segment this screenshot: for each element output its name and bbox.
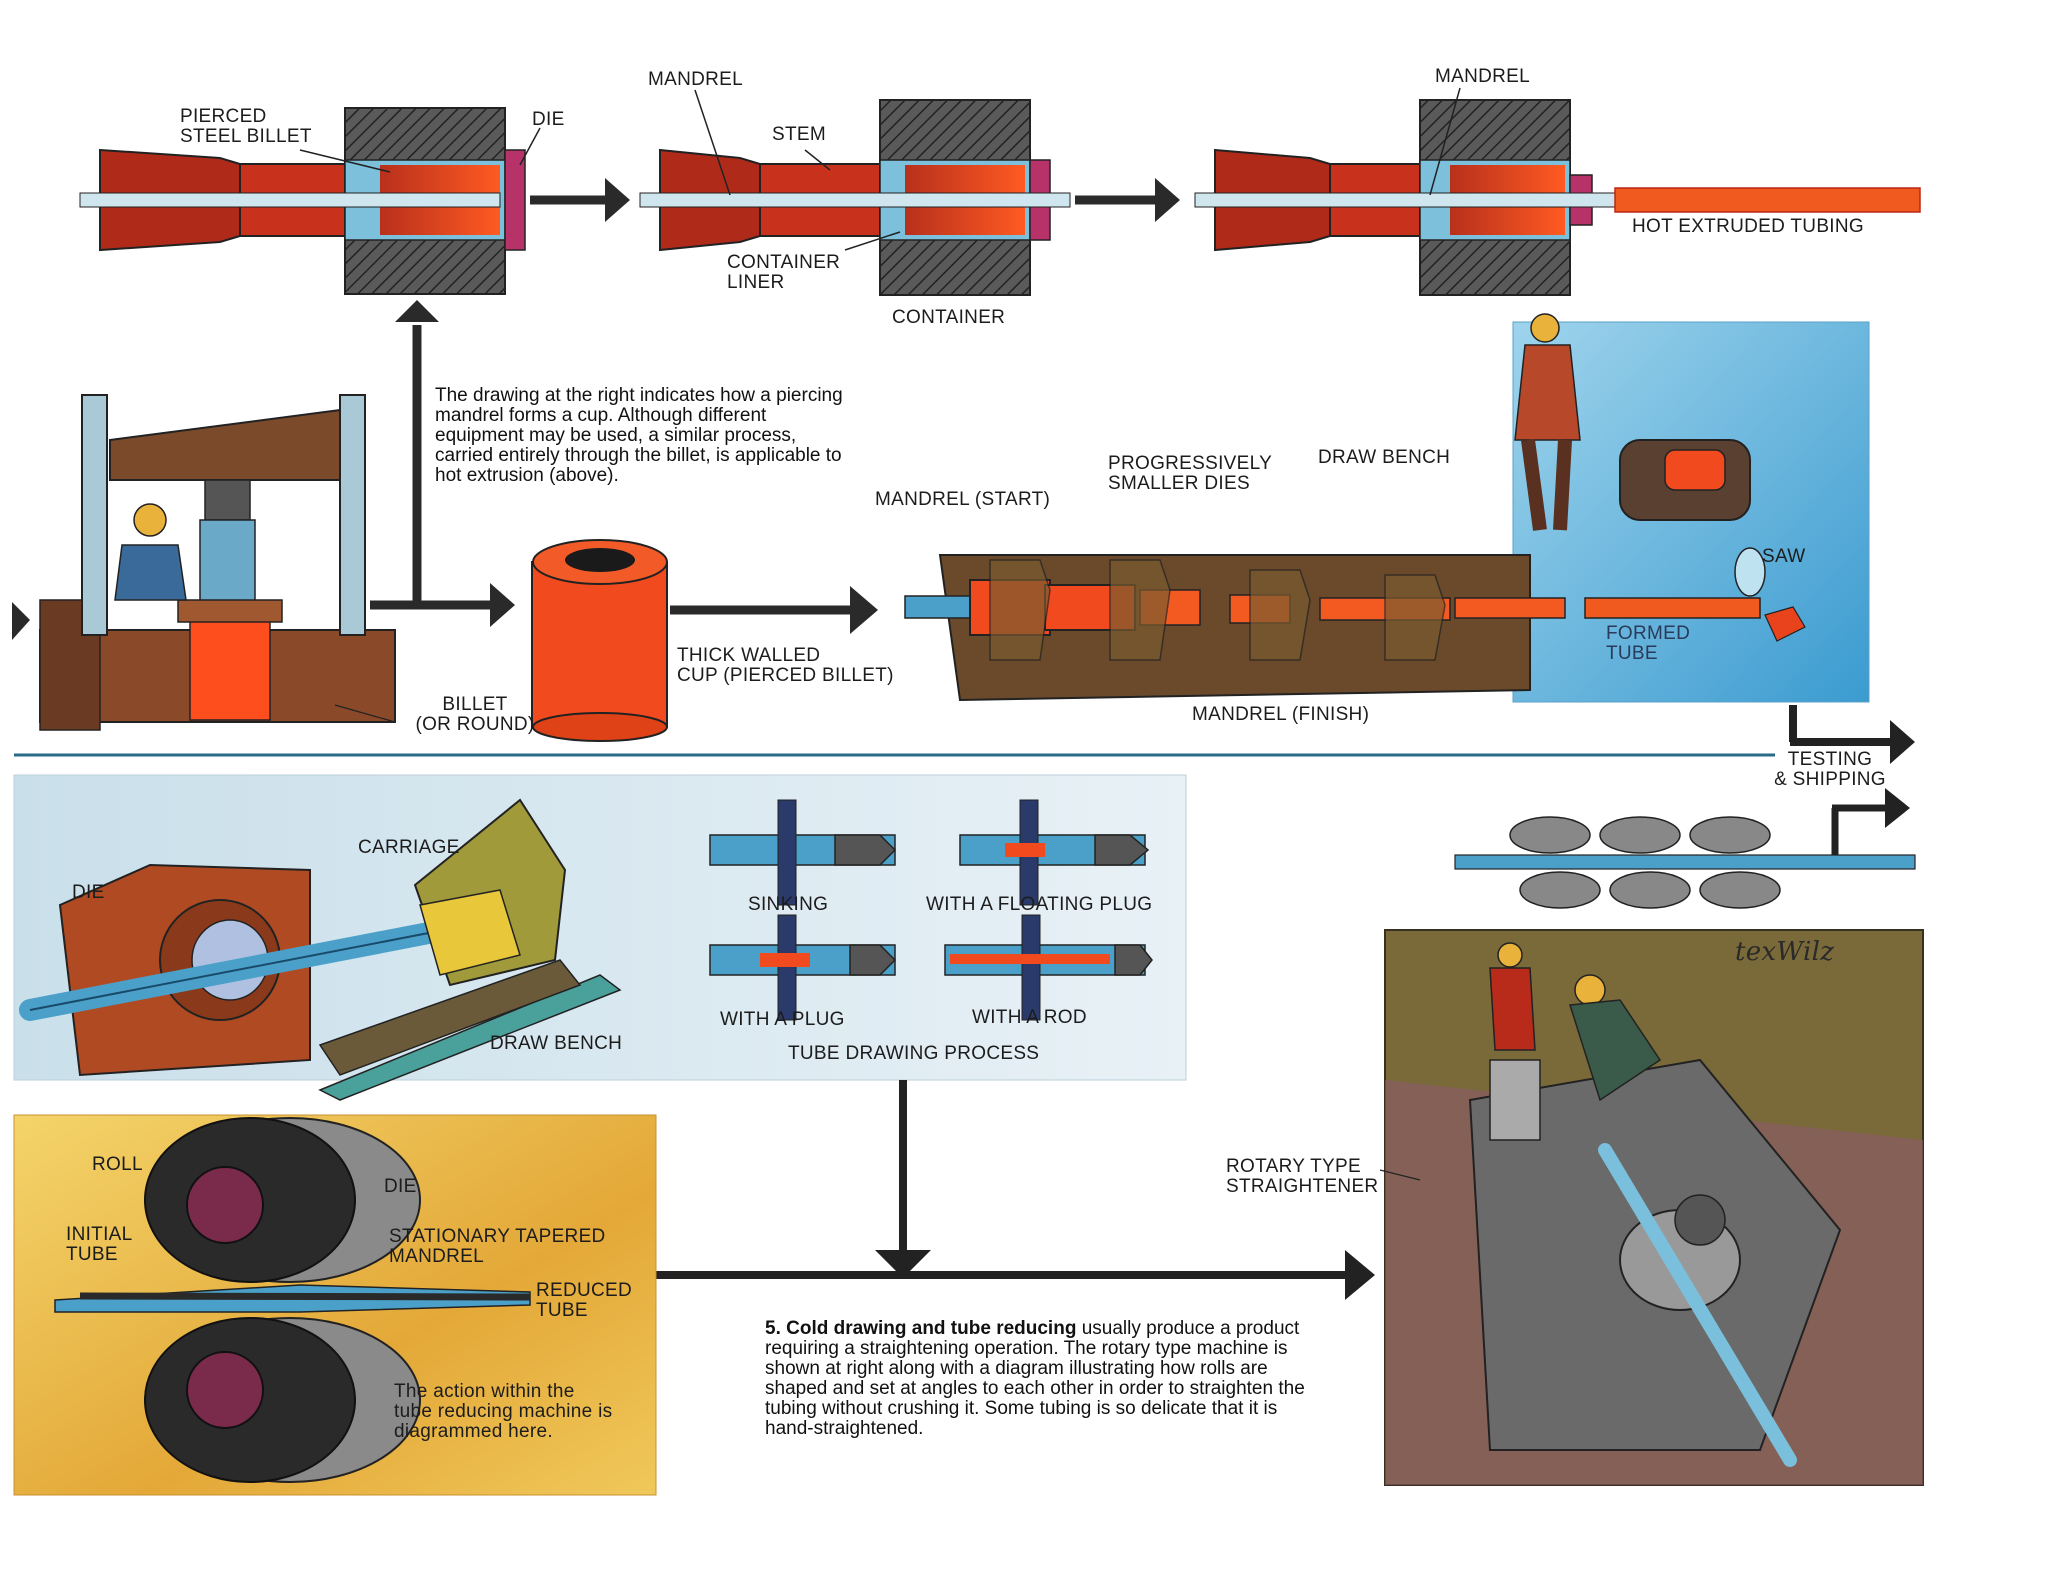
stem-label: STEM [772, 124, 826, 145]
process-title: TUBE DRAWING PROCESS [788, 1043, 1040, 1064]
drawing-diagrams [709, 799, 1153, 1021]
dies-label: PROGRESSIVELY SMALLER DIES [1108, 453, 1273, 494]
straightener-rolls-diagram [1454, 816, 1916, 909]
step5-body: usually produce a product requiring a st… [765, 1318, 1305, 1439]
arrow-icon [605, 178, 630, 222]
step5-bold: Cold drawing and tube reducing [786, 1318, 1077, 1339]
down-arrow-icon [875, 1250, 931, 1278]
tapered-mandrel-label: STATIONARY TAPERED MANDREL [389, 1226, 606, 1267]
sinking-label: SINKING [748, 894, 829, 915]
reducing-die-label: DIE [384, 1176, 417, 1197]
saw-label: SAW [1762, 546, 1806, 567]
extrusion-stage-2 [639, 99, 1071, 296]
initial-tube-label: INITIAL TUBE [66, 1224, 133, 1265]
billet-label: BILLET (OR ROUND) [415, 694, 535, 735]
floating-plug-label: WITH A FLOATING PLUG [926, 894, 1153, 915]
rod-label: WITH A ROD [972, 1007, 1087, 1028]
arrow-icon [850, 586, 878, 634]
pierced-billet-label: PIERCED STEEL BILLET [180, 106, 312, 147]
mandrel-finish-label: MANDREL (FINISH) [1192, 704, 1370, 725]
container-liner-label: CONTAINER LINER [727, 252, 841, 293]
hot-extruded-label: HOT EXTRUDED TUBING [1632, 216, 1864, 237]
tube-drawing-bench-label: DRAW BENCH [490, 1033, 623, 1054]
tube-drawing-bench [19, 798, 622, 1101]
extrusion-stage-1 [79, 107, 526, 295]
rotary-straightener-machine [1385, 942, 1923, 1485]
thick-walled-cup [531, 539, 668, 742]
mandrel-label-1: MANDREL [648, 69, 744, 90]
mandrel-start-label: MANDREL (START) [875, 489, 1051, 510]
mandrel-label-2: MANDREL [1435, 66, 1531, 87]
tube-reducing-rolls [54, 1117, 531, 1483]
plug-label: WITH A PLUG [720, 1009, 845, 1030]
carriage-label: CARRIAGE [358, 837, 460, 858]
artist-signature: texWilz [1735, 937, 1835, 967]
die-label: DIE [532, 109, 565, 130]
up-arrow-icon [395, 300, 439, 322]
extrusion-stage-3 [1194, 99, 1921, 296]
draw-bench-machine [904, 313, 1806, 702]
tube-drawing-die-label: DIE [72, 882, 105, 903]
piercing-note: The drawing at the right indicates how a… [435, 385, 843, 486]
arrow-icon [490, 583, 515, 627]
arrow-icon [1890, 720, 1915, 764]
testing-shipping-label: TESTING & SHIPPING [1774, 749, 1886, 790]
piercing-press [12, 394, 396, 731]
leader-lines-top [299, 87, 1461, 251]
arrow-icon [1885, 788, 1910, 828]
draw-bench-label: DRAW BENCH [1318, 447, 1451, 468]
reducing-caption: The action within the tube reducing mach… [394, 1381, 613, 1442]
cup-label: THICK WALLED CUP (PIERCED BILLET) [677, 645, 894, 686]
step5-number: 5. [765, 1318, 781, 1339]
step5-text: 5. Cold drawing and tube reducing usuall… [765, 1319, 1315, 1439]
formed-tube-label: FORMED TUBE [1606, 623, 1691, 664]
arrow-icon [1345, 1250, 1375, 1300]
roll-label: ROLL [92, 1154, 143, 1175]
arrow-icon [1155, 178, 1180, 222]
rotary-straightener-label: ROTARY TYPE STRAIGHTENER [1226, 1156, 1379, 1197]
reduced-tube-label: REDUCED TUBE [536, 1280, 633, 1321]
container-label: CONTAINER [892, 307, 1006, 328]
